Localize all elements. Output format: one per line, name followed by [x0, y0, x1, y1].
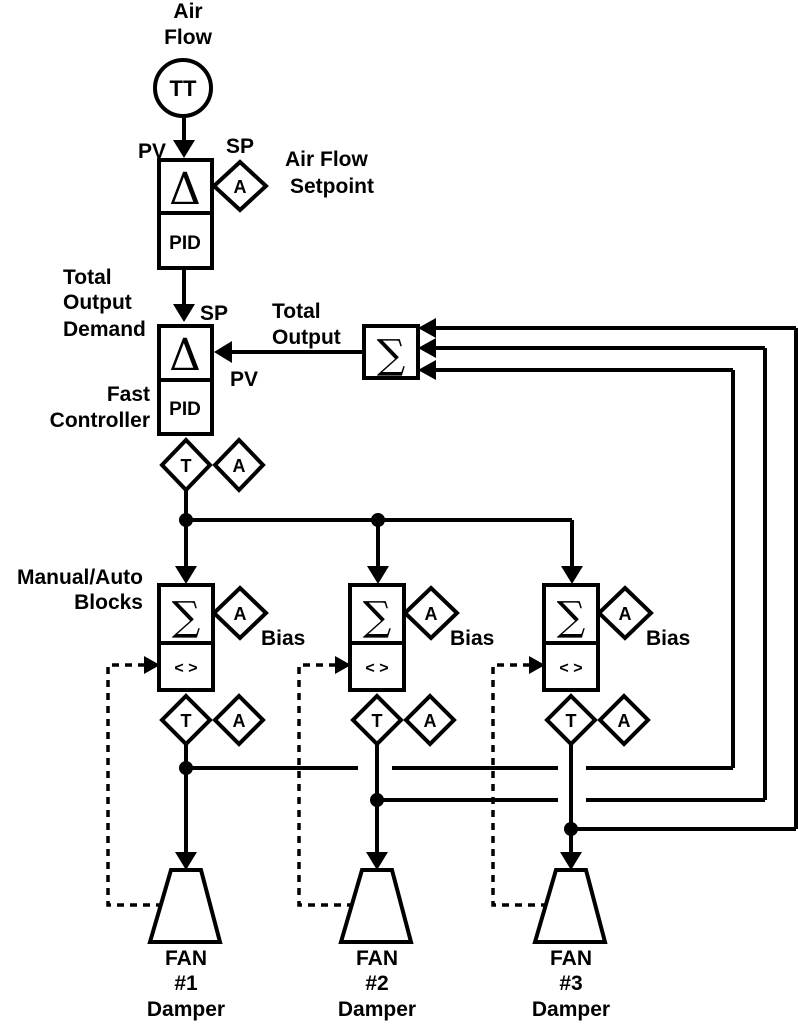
total-output-demand-line2: Output: [63, 291, 132, 314]
fan3-label-line3: Damper: [532, 998, 610, 1021]
damper2-position-feedback: [297, 663, 354, 907]
block2-to-fan-arrow: [366, 852, 388, 870]
fan2-label-line2: #2: [365, 972, 388, 995]
fast-controller-line2: Controller: [50, 409, 150, 432]
fan-damper-2: [338, 868, 414, 944]
feedback-3-arrow: [418, 318, 436, 338]
fan2-label-line1: FAN: [356, 947, 398, 970]
svg-text:T: T: [181, 711, 192, 731]
setpoint-auto-label: A: [234, 177, 247, 197]
fast-controller-auto-diamond: [212, 437, 266, 493]
feedback-junction-2: [370, 793, 384, 807]
block1-to-fan-arrow: [175, 852, 197, 870]
total-output-label-line2: Output: [272, 326, 341, 349]
total-output-to-pv-arrow: [214, 341, 232, 363]
svg-text:T: T: [372, 711, 383, 731]
fan3-label-line2: #3: [559, 972, 582, 995]
delta-icon: Δ: [169, 330, 201, 381]
bias-auto-diamond-2: [402, 585, 460, 641]
total-output-demand-line1: Total: [63, 266, 112, 289]
sp-label-top: SP: [226, 135, 254, 158]
pid-label-2: PID: [169, 399, 201, 420]
manual-auto-label-line2: Blocks: [74, 591, 143, 614]
fan1-label-line3: Damper: [147, 998, 225, 1021]
feedback-junction-3: [564, 822, 578, 836]
manual-auto-label-line1: Manual/Auto: [17, 566, 143, 589]
auto-manual-switch-label: < >: [559, 660, 582, 677]
block3-to-fan-arrow: [560, 852, 582, 870]
manual-auto-block-3: ∑ < > A Bias T A: [542, 583, 690, 747]
svg-text:A: A: [233, 711, 246, 731]
fast-controller-track-label: T: [181, 456, 192, 476]
fan3-label-line1: FAN: [550, 947, 592, 970]
total-output-demand-line3: Demand: [63, 318, 146, 341]
fast-controller-line1: Fast: [107, 383, 150, 406]
junction-dot-2: [371, 513, 385, 527]
air-flow-setpoint-line2: Setpoint: [290, 175, 374, 198]
air-flow-setpoint-line1: Air Flow: [285, 148, 368, 171]
damper3-feedback-arrow: [529, 656, 545, 674]
bias-auto-diamond-3: [596, 585, 654, 641]
damper3-position-feedback: [491, 663, 548, 907]
feedback-1-arrow: [418, 360, 436, 380]
block3-auto-diamond: [597, 693, 651, 747]
bias-auto-diamond-1: [211, 585, 269, 641]
bias-label-3: Bias: [646, 627, 690, 650]
feedback-junction-1: [179, 761, 193, 775]
demand-to-block1-arrow: [175, 566, 197, 584]
fan-damper-1: [147, 868, 223, 944]
fan2-label-line3: Damper: [338, 998, 416, 1021]
feedback-2-arrow: [418, 338, 436, 358]
tt-to-pid1-arrow: [173, 140, 195, 158]
bias-label-2: Bias: [450, 627, 494, 650]
delta-icon: Δ: [169, 164, 201, 215]
damper1-position-feedback: [106, 663, 163, 907]
auto-manual-switch-label: < >: [365, 660, 388, 677]
pid-label-1: PID: [169, 233, 201, 254]
pv-label-mid: PV: [230, 368, 258, 391]
fan-damper-3: [532, 868, 608, 944]
sp-label-mid: SP: [200, 302, 228, 325]
manual-auto-block-1: ∑ < > A Bias T A: [157, 583, 305, 747]
sigma-icon: ∑: [363, 594, 392, 640]
demand-to-block2-arrow: [367, 566, 389, 584]
svg-text:A: A: [619, 604, 632, 624]
junction-dot-1: [179, 513, 193, 527]
svg-text:A: A: [425, 604, 438, 624]
sigma-icon: ∑: [172, 594, 201, 640]
tt-transmitter-label: TT: [170, 76, 197, 101]
total-output-label-line1: Total: [272, 300, 321, 323]
fan1-label-line2: #1: [174, 972, 198, 995]
svg-text:T: T: [566, 711, 577, 731]
fast-controller-auto-label: A: [233, 456, 246, 476]
sigma-icon: ∑: [377, 332, 406, 378]
demand-to-block3-arrow: [561, 566, 583, 584]
pid1-to-pid2-arrow: [173, 304, 195, 322]
pv-label-top: PV: [138, 140, 166, 163]
air-flow-label-line2: Flow: [164, 26, 212, 49]
bias-label-1: Bias: [261, 627, 305, 650]
damper2-feedback-arrow: [335, 656, 351, 674]
setpoint-auto-diamond: [211, 159, 269, 213]
svg-text:A: A: [234, 604, 247, 624]
block2-auto-diamond: [403, 693, 457, 747]
damper1-feedback-arrow: [144, 656, 160, 674]
svg-text:A: A: [424, 711, 437, 731]
sigma-icon: ∑: [557, 594, 586, 640]
svg-text:A: A: [618, 711, 631, 731]
manual-auto-block-2: ∑ < > A Bias T A: [348, 583, 494, 747]
auto-manual-switch-label: < >: [174, 660, 197, 677]
fan1-label-line1: FAN: [165, 947, 207, 970]
block1-auto-diamond: [212, 693, 266, 747]
air-flow-label-line1: Air: [173, 0, 202, 23]
